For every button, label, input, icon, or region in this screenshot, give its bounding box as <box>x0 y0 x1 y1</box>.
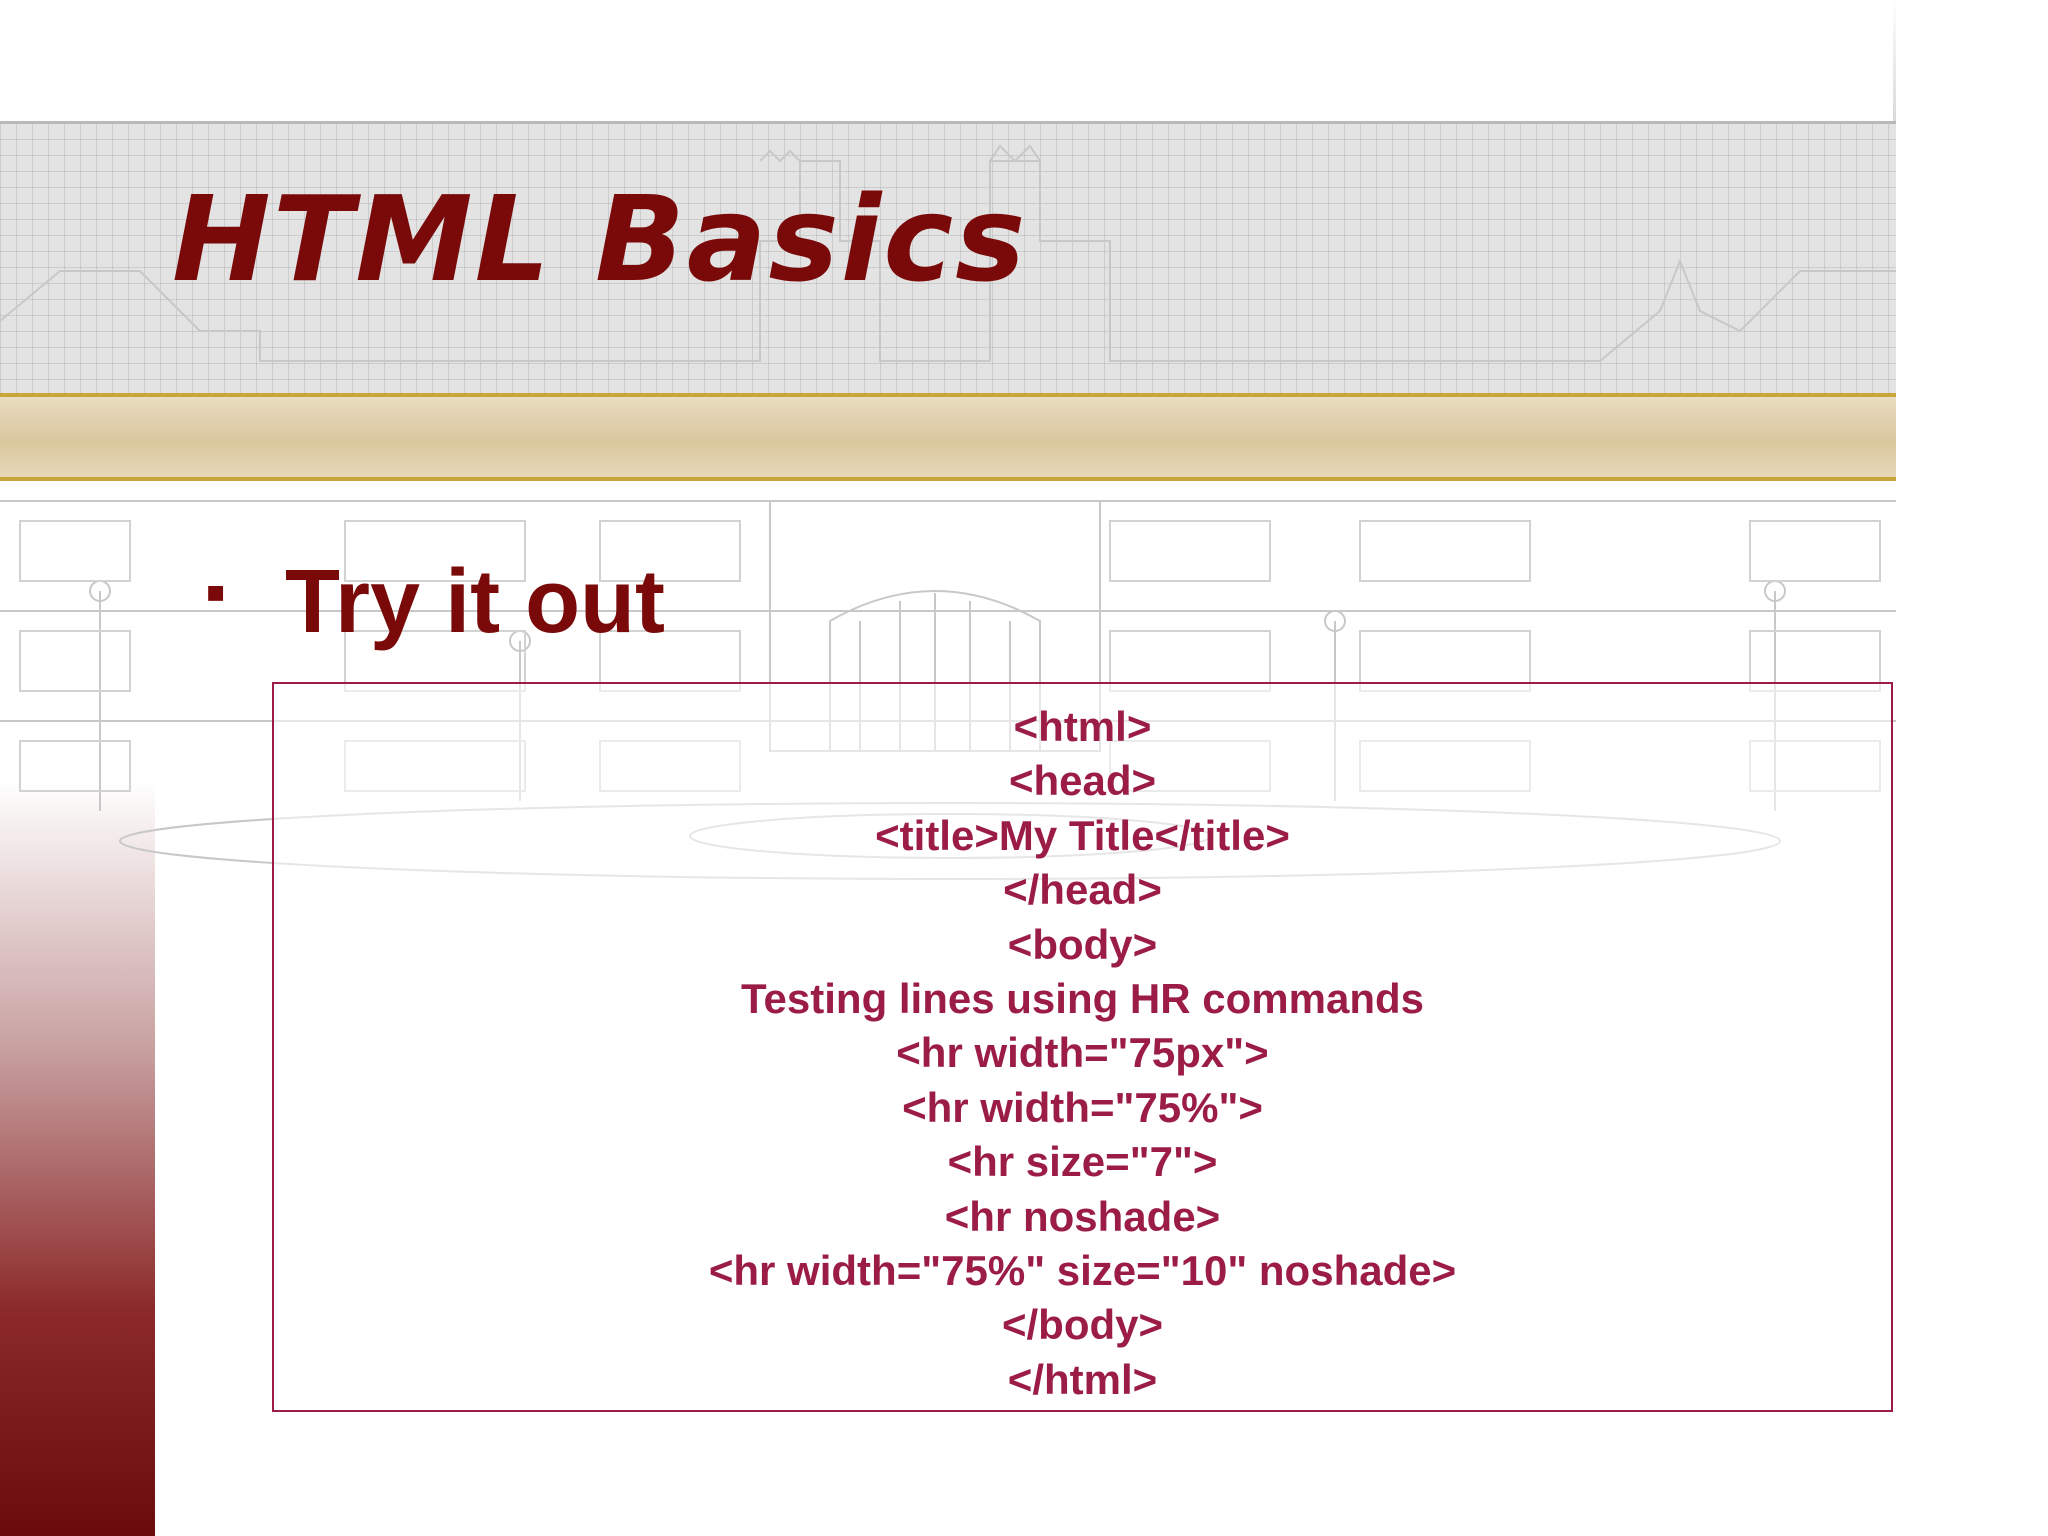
code-line: </html> <box>1007 1355 1158 1403</box>
header-grid-band <box>0 121 1896 396</box>
code-line: <head> <box>1008 757 1157 805</box>
code-line: <hr size="7"> <box>947 1138 1218 1186</box>
bullet-marker-icon: ▪ <box>205 558 227 625</box>
bullet-text: Try it out <box>285 552 665 652</box>
code-example-box: <html> <head> <title>My Title</title> </… <box>272 682 1893 1412</box>
code-line: Testing lines using HR commands <box>741 974 1424 1022</box>
code-line: <body> <box>1007 920 1158 968</box>
code-line: <hr width="75%"> <box>902 1083 1263 1131</box>
code-line: <hr noshade> <box>944 1192 1221 1240</box>
bullet-item: ▪ Try it out <box>205 552 665 652</box>
code-line: <title>My Title</title> <box>875 811 1290 859</box>
code-line: <html> <box>1013 703 1152 750</box>
right-edge-line <box>1893 0 1896 124</box>
left-gradient-strip <box>0 780 155 1536</box>
slide-title: HTML Basics <box>172 170 1028 308</box>
code-lines: <html> <head> <title>My Title</title> </… <box>274 700 1891 1407</box>
gold-accent-band <box>0 393 1896 481</box>
code-line: </body> <box>1001 1301 1164 1349</box>
code-line: </head> <box>1003 866 1162 914</box>
code-line: <hr width="75px"> <box>896 1029 1269 1077</box>
code-line: <hr width="75%" size="10" noshade> <box>708 1246 1457 1294</box>
